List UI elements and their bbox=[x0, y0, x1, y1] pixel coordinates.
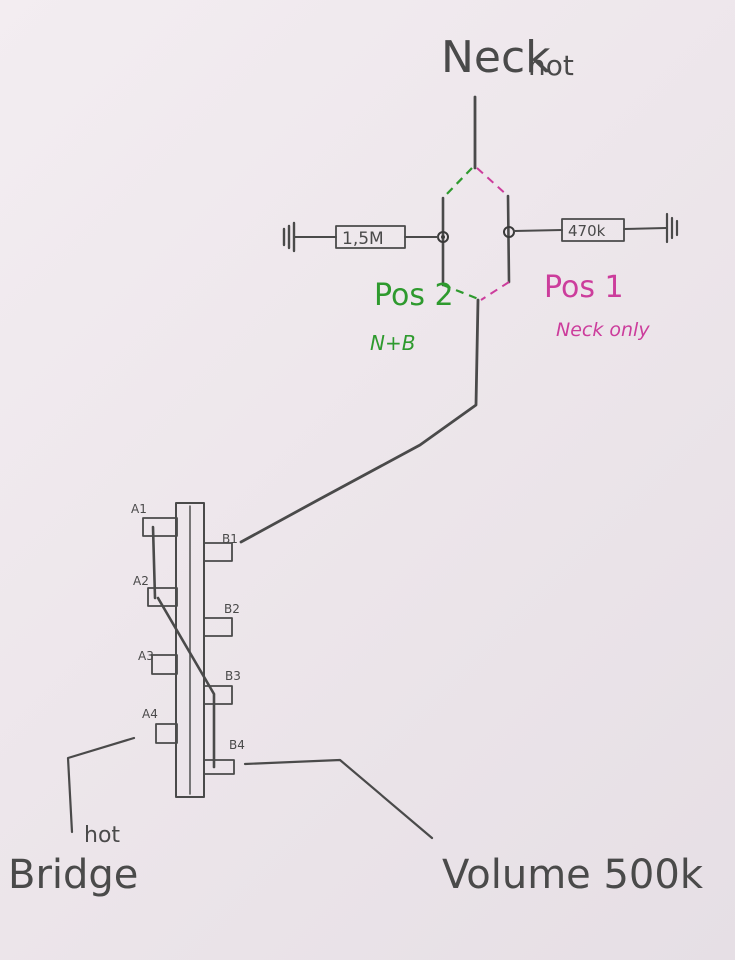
bridge-hot-wire bbox=[66, 736, 136, 834]
pin-label-b2: B2 bbox=[224, 602, 240, 616]
neck-label: Neck bbox=[441, 32, 551, 83]
lug-a1 bbox=[142, 517, 178, 537]
switch-to-b1-wire bbox=[239, 298, 480, 544]
blade-switch bbox=[175, 502, 205, 798]
pos1-sub-label: Neck only bbox=[556, 319, 650, 341]
pin-label-a2: A2 bbox=[133, 574, 149, 588]
bridge-hot-label: hot bbox=[84, 823, 120, 848]
pos2-label: Pos 2 bbox=[374, 278, 454, 313]
pos2-path bbox=[442, 167, 482, 302]
lug-b3 bbox=[203, 685, 233, 705]
ground-left-icon bbox=[282, 221, 296, 253]
res-right-label: 470k bbox=[568, 222, 606, 240]
res-right-lead-a bbox=[513, 229, 563, 232]
lug-a4 bbox=[155, 723, 178, 744]
pin-label-b1: B1 bbox=[222, 532, 238, 546]
jumper-a1-a2 bbox=[151, 525, 157, 600]
ground-right-icon bbox=[665, 212, 679, 244]
pin-label-b4: B4 bbox=[229, 738, 245, 752]
lug-b4 bbox=[203, 759, 235, 775]
pos1-path bbox=[476, 167, 510, 301]
lug-b1 bbox=[203, 542, 233, 562]
pin-label-b3: B3 bbox=[225, 669, 241, 683]
resistor-470k bbox=[561, 218, 625, 242]
volume-label: Volume 500k bbox=[442, 852, 704, 898]
neck-hot-label: hot bbox=[528, 49, 574, 82]
pin-label-a3: A3 bbox=[138, 649, 154, 663]
switch-contact-right bbox=[506, 194, 511, 284]
pos1-label: Pos 1 bbox=[544, 270, 624, 305]
lug-a3 bbox=[151, 654, 178, 675]
pin-label-a1: A1 bbox=[131, 502, 147, 516]
lug-b2 bbox=[203, 617, 233, 637]
volume-wire bbox=[243, 758, 434, 840]
res-left-label: 1,5M bbox=[342, 229, 384, 249]
pos2-sub-label: N+B bbox=[370, 331, 415, 355]
jumper-a2-b3 bbox=[156, 596, 216, 696]
pin-label-a4: A4 bbox=[142, 707, 158, 721]
res-right-lead-b bbox=[623, 227, 667, 230]
bridge-label: Bridge bbox=[8, 852, 138, 898]
